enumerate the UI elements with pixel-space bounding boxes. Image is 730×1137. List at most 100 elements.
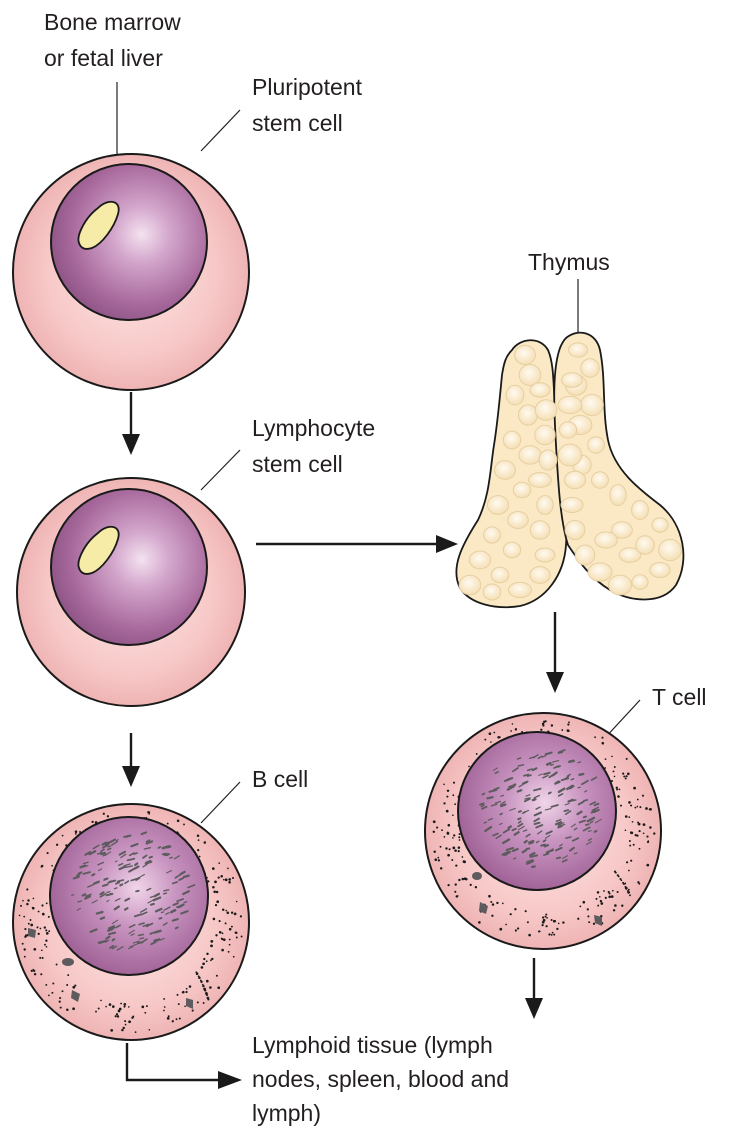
b-cell-granule [27,899,30,902]
t-cell-chromatin-fleck [544,808,552,811]
t-cell-chromatin-fleck [570,823,577,828]
b-cell-granule [203,841,207,844]
t-cell-chromatin-fleck [557,749,566,754]
b-cell-chromatin-fleck [105,842,110,846]
b-cell-granule [184,1005,186,1008]
t-cell-granule [631,820,634,823]
b-cell-chromatin-fleck [149,902,155,906]
t-cell-chromatin-fleck [545,848,555,854]
t-cell-chromatin-fleck [526,774,532,777]
t-cell-chromatin-fleck [557,823,566,827]
b-cell-granule [223,878,225,881]
t-cell-granule [630,804,633,807]
b-cell-granule [226,911,230,915]
t-cell-chromatin-fleck [537,830,543,835]
b-cell-chromatin-fleck [145,859,151,863]
t-cell-granule [491,903,495,906]
thymus-lobule [536,495,554,515]
t-cell-granule [496,901,499,905]
b-cell-chromatin-fleck [157,846,162,849]
b-cell-chromatin-fleck [111,926,116,930]
b-cell-chromatin-fleck [95,910,104,915]
t-cell-chromatin-fleck [542,774,549,779]
b-cell-granule [32,897,35,900]
b-cell-chromatin-fleck [75,873,81,877]
t-cell-granule [596,891,600,894]
t-cell-granule [458,839,461,841]
t-cell-granule [638,882,641,885]
thymus-lobule [458,574,482,596]
b-cell-granule [215,890,219,894]
t-cell-granule [461,856,464,858]
b-cell-granule [144,1011,147,1014]
t-cell-chromatin-fleck [566,784,574,791]
t-cell-granule [628,888,630,891]
b-cell-granule [210,944,213,948]
thymus-lobule [574,544,596,566]
t-cell-chromatin-fleck [483,821,487,824]
b-cell-granule [218,920,221,923]
t-cell-granule [446,795,449,798]
arrow-thymus-to-t-cell [546,612,564,693]
b-cell-granule [48,930,51,933]
b-cell-granule [26,888,29,891]
thymus-lobule [607,574,633,596]
b-cell-granule [58,1000,61,1003]
thymus-lobule [507,511,529,529]
b-cell-chromatin-fleck [163,889,170,892]
b-cell-chromatin-fleck [103,877,109,880]
t-cell-granule [624,777,627,780]
b-cell-granule [121,1028,124,1032]
b-cell-chromatin-fleck [100,851,107,856]
b-cell-chromatin-fleck [97,852,103,855]
t-cell-chromatin-fleck [571,837,580,842]
b-cell-granule [40,973,43,976]
b-cell-chromatin-fleck [127,946,134,950]
t-cell-granule [546,917,548,919]
t-cell-chromatin-fleck [498,822,503,826]
b-cell-granule [202,1002,205,1004]
t-cell-chromatin-fleck [549,763,554,766]
t-cell-granule [514,929,518,932]
b-cell-granule [221,937,224,941]
t-cell-granule [463,860,466,864]
pluripotent-organelle [77,200,120,250]
t-cell-granule [514,728,518,731]
b-cell-chromatin-fleck [124,865,133,868]
thymus-lobule [502,430,522,450]
t-cell-granule [439,845,442,848]
b-cell-chromatin-fleck [101,841,108,846]
b-cell-granule [182,990,185,994]
t-cell-granule [509,913,512,916]
t-cell-chromatin-fleck [557,787,566,794]
t-cell-chromatin-fleck [551,771,558,777]
t-cell-granule [628,816,631,818]
b-cell-chromatin-fleck [114,860,118,863]
b-cell-chromatin-fleck [115,881,121,885]
t-cell-chromatin-fleck [578,772,585,776]
b-cell-chromatin-fleck [155,938,161,942]
b-cell-granule [227,950,230,953]
t-cell-granule [453,834,456,837]
b-cell-chromatin-fleck [108,931,117,936]
t-cell-granule [490,901,493,903]
t-cell-chromatin-fleck [547,791,552,795]
b-cell-granule [132,1015,135,1018]
t-cell-granule [623,883,625,886]
t-cell-chromatin-fleck [570,778,575,781]
t-cell-granule [446,831,449,834]
b-cell-chromatin-fleck [152,896,162,902]
b-cell-chromatin-fleck [128,924,136,929]
b-cell-granule [123,1005,126,1008]
thymus-lobule [557,443,583,467]
b-cell-granule [220,875,223,878]
b-cell-granule [148,813,151,815]
b-cell-chromatin-fleck [170,909,177,914]
b-cell-granule [95,1010,97,1013]
t-cell-chromatin-fleck [481,792,486,796]
thymus-lobule [483,526,501,544]
t-cell-granule [641,794,645,797]
b-cell-chromatin-fleck [133,852,138,855]
b-cell-chromatin-fleck [133,913,143,918]
t-cell-granule [613,775,616,778]
